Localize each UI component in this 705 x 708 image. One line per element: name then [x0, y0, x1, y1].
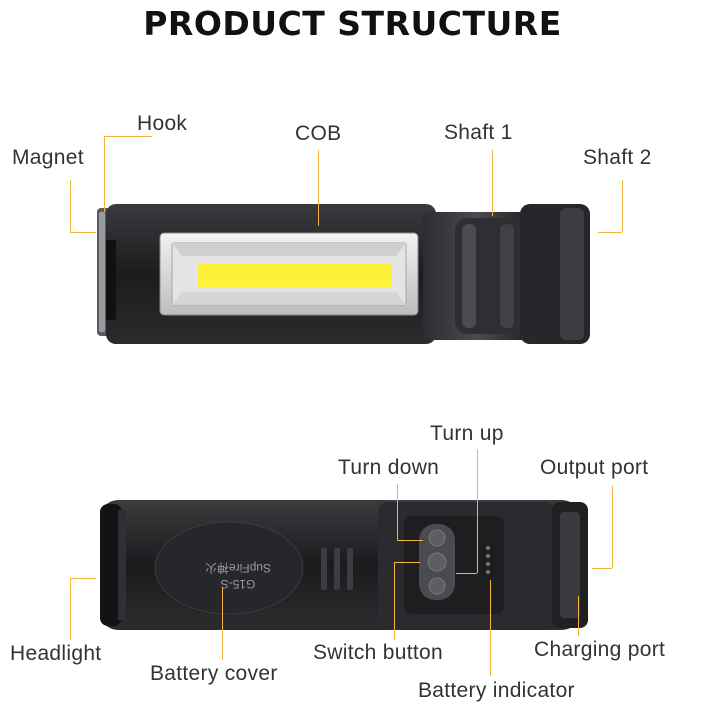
brand-text: G15-S SupFire神火 — [204, 561, 272, 591]
label-headlight: Headlight — [10, 642, 102, 665]
label-magnet: Magnet — [12, 146, 84, 169]
label-hook: Hook — [137, 112, 188, 135]
label-turn-up: Turn up — [430, 422, 504, 445]
label-switch-button: Switch button — [313, 641, 443, 664]
label-battery-indicator: Battery indicator — [418, 679, 575, 702]
label-cob: COB — [295, 122, 342, 145]
label-shaft-2: Shaft 2 — [583, 146, 652, 169]
label-charging-port: Charging port — [534, 638, 666, 661]
label-shaft-1: Shaft 1 — [444, 121, 513, 144]
battery-indicator-dot — [486, 546, 490, 550]
page-title: PRODUCT STRUCTURE — [143, 4, 562, 43]
headlight — [100, 504, 122, 626]
battery-cover — [154, 521, 304, 615]
label-output-port: Output port — [540, 456, 649, 479]
label-battery-cover: Battery cover — [150, 662, 278, 685]
turn-down-button — [427, 552, 447, 572]
cob-light — [198, 263, 392, 287]
label-turn-down: Turn down — [338, 456, 440, 479]
turn-up-button — [428, 529, 446, 547]
